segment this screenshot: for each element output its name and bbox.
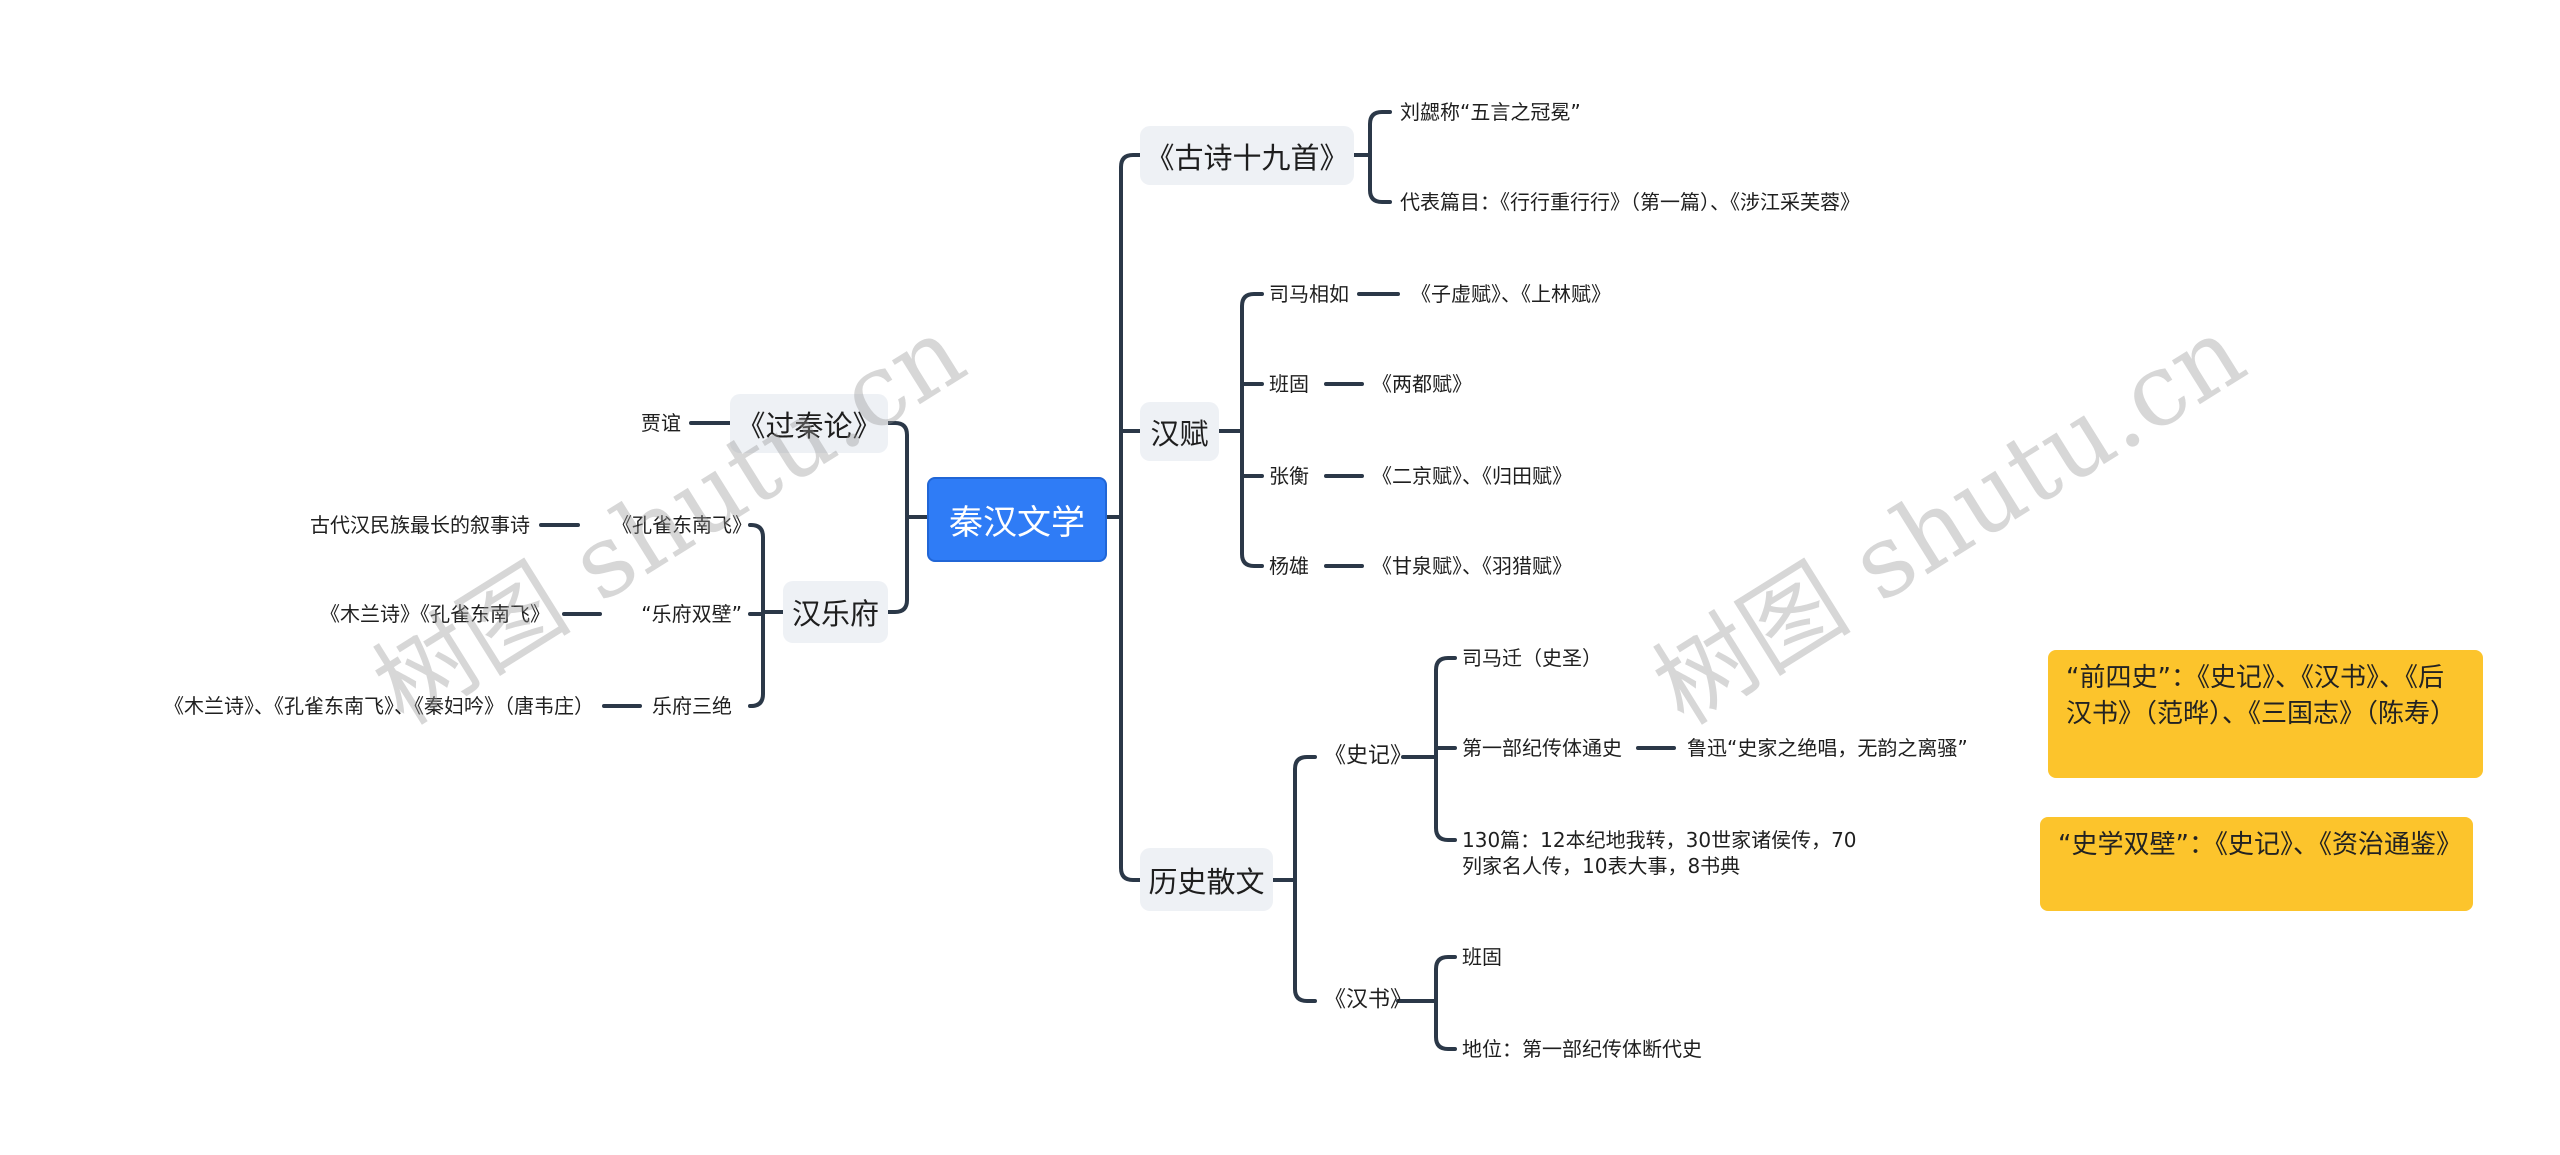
node-label: 《过秦论》 — [736, 408, 882, 443]
node-gushi[interactable]: 《古诗十九首》 — [1140, 126, 1354, 185]
node-yuefu[interactable]: 汉乐府 — [783, 581, 888, 643]
note-shixueshuangbi[interactable]: “史学双壁”：《史记》、《资治通鉴》 — [2040, 817, 2473, 911]
leaf[interactable]: 刘勰称“五言之冠冕” — [1400, 100, 1581, 124]
leaf[interactable]: “乐府双壁” — [641, 602, 742, 626]
node-label: 历史散文 — [1148, 864, 1265, 899]
leaf[interactable]: 司马迁（史圣） — [1462, 646, 1602, 670]
leaf-author[interactable]: 司马相如 — [1269, 282, 1349, 306]
leaf-works[interactable]: 《子虚赋》、《上林赋》 — [1411, 282, 1611, 306]
leaf[interactable]: 班固 — [1462, 945, 1502, 969]
leaf-author[interactable]: 张衡 — [1269, 464, 1309, 488]
note-qiansishi[interactable]: “前四史”：《史记》、《汉书》、《后汉书》（范晔）、《三国志》（陈寿） — [2048, 650, 2483, 778]
leaf-works[interactable]: 《甘泉赋》、《羽猎赋》 — [1372, 554, 1572, 578]
leaf-note[interactable]: 古代汉民族最长的叙事诗 — [310, 513, 530, 537]
node-label: 汉赋 — [1150, 416, 1209, 451]
node-label: 汉乐府 — [791, 597, 879, 631]
leaf[interactable]: 地位：第一部纪传体断代史 — [1462, 1037, 1702, 1061]
leaf-works[interactable]: 《两都赋》 — [1372, 372, 1472, 396]
leaf-author[interactable]: 贾谊 — [641, 411, 681, 435]
leaf-author[interactable]: 杨雄 — [1269, 554, 1309, 578]
leaf[interactable]: 列家名人传，10表大事，8书典 — [1462, 854, 1741, 878]
leaf[interactable]: 乐府三绝 — [652, 694, 732, 718]
root-node[interactable]: 秦汉文学 — [927, 477, 1107, 562]
node-hanfu[interactable]: 汉赋 — [1140, 402, 1219, 461]
leaf[interactable]: 《孔雀东南飞》 — [612, 513, 752, 537]
leaf[interactable]: 130篇：12本纪地我转，30世家诸侯传，70 — [1462, 828, 1857, 852]
leaf-luxun[interactable]: 鲁迅“史家之绝唱，无韵之离骚” — [1687, 736, 1968, 760]
root-label: 秦汉文学 — [949, 503, 1085, 543]
leaf[interactable]: 代表篇目：《行行重行行》（第一篇）、《涉江采芙蓉》 — [1400, 190, 1860, 214]
leaf-works[interactable]: 《二京赋》、《归田赋》 — [1372, 464, 1572, 488]
node-lishi[interactable]: 历史散文 — [1140, 848, 1273, 911]
node-label: 《古诗十九首》 — [1145, 140, 1349, 175]
leaf-note[interactable]: 《木兰诗》、《孔雀东南飞》、《秦妇吟》（唐韦庄） — [164, 694, 594, 718]
node-hanshu[interactable]: 《汉书》 — [1324, 987, 1413, 1013]
leaf-author[interactable]: 班固 — [1269, 372, 1309, 396]
node-guoqin[interactable]: 《过秦论》 — [730, 394, 888, 453]
node-shiji[interactable]: 《史记》 — [1324, 743, 1413, 769]
leaf[interactable]: 第一部纪传体通史 — [1462, 736, 1622, 760]
leaf-note[interactable]: 《木兰诗》《孔雀东南飞》 — [320, 602, 550, 626]
